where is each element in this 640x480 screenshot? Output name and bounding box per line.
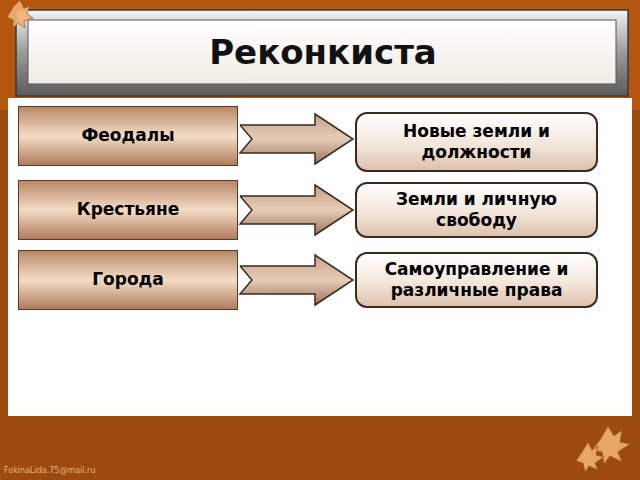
content-area	[8, 98, 632, 416]
result-box: Самоуправление и различные права	[355, 252, 598, 309]
leaf-decoration	[7, 0, 630, 472]
result-box: Земли и личную свободу	[355, 182, 598, 239]
block-arrow	[240, 114, 353, 164]
group-box: Города	[18, 250, 238, 310]
title-text: Реконкиста	[209, 32, 437, 72]
group-box: Крестьяне	[18, 180, 238, 240]
node-text: Новые земли и должности	[367, 121, 586, 164]
block-arrow	[240, 255, 353, 305]
group-box: Феодалы	[18, 106, 238, 166]
title-panel	[28, 20, 616, 84]
title-frame	[16, 10, 628, 96]
block-arrow	[240, 185, 353, 235]
node-text: Крестьяне	[77, 199, 179, 220]
result-box: Новые земли и должности	[355, 112, 598, 172]
title-box: Реконкиста	[30, 22, 616, 82]
node-text: Феодалы	[81, 125, 174, 146]
top-band	[0, 0, 640, 110]
node-text: Земли и личную свободу	[367, 189, 586, 232]
node-text: Города	[92, 269, 164, 290]
node-text: Самоуправление и различные права	[367, 259, 586, 302]
watermark: FokinaLida.75@mail.ru	[4, 466, 95, 475]
